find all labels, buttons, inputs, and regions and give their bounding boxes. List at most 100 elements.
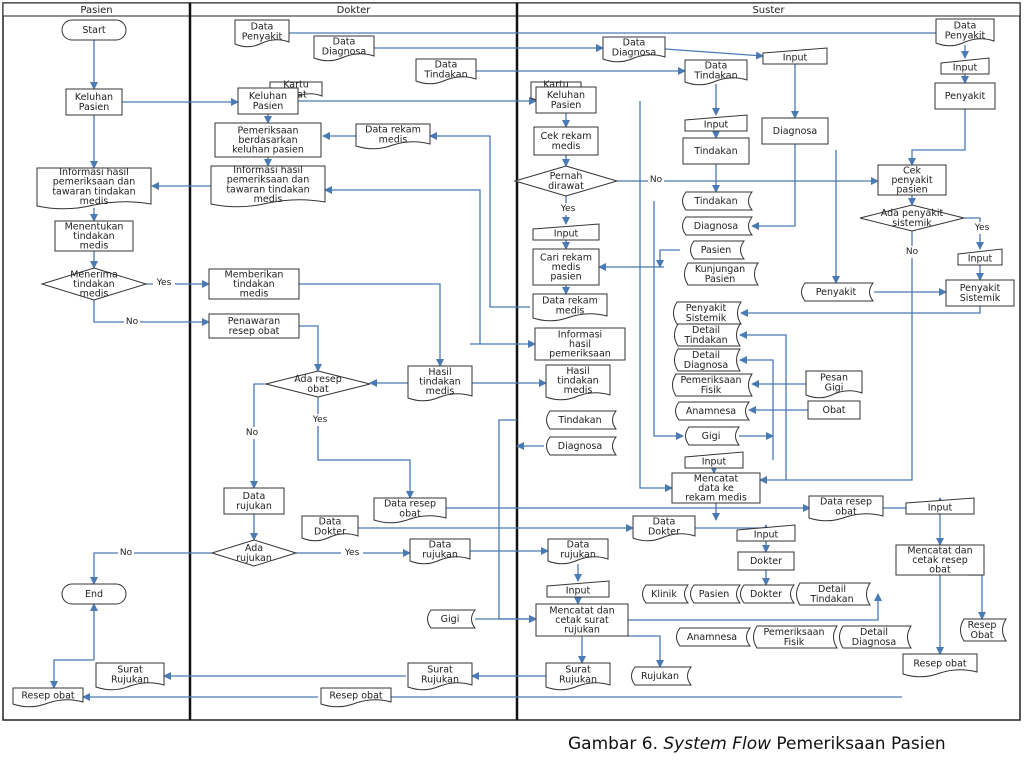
node-s-cetakresep-label-line: obat	[929, 564, 951, 575]
node-s-input-p-label: Input	[953, 62, 978, 73]
flow-arrow	[639, 101, 673, 492]
caption-suffix: Pemeriksaan Pasien	[771, 734, 946, 754]
node-d-datatindakan-shape	[415, 58, 477, 85]
node-s-gigi-label-line: Gigi	[441, 614, 460, 625]
node-d-datarekam-shape	[355, 123, 431, 150]
node-s-dokter-label-line: Dokter	[750, 556, 782, 567]
flow-arrow	[664, 48, 764, 60]
node-d-memberikan-label-line: Memberikan	[225, 269, 284, 280]
node-d-surat-label-line: Rujukan	[421, 674, 459, 685]
flow-arrow	[90, 552, 212, 585]
node-st-anamnesa-label: Anamnesa	[686, 406, 736, 417]
node-st-kunjungan-label-line: Pasien	[705, 273, 736, 284]
node-d-datarujukan-label-line: Data	[243, 491, 266, 502]
node-d-datadiagnosa-shape	[313, 35, 375, 62]
node-s-penyakit-proc: Penyakit	[934, 82, 996, 110]
edge-label-lbl-yes-rujukan: Yes	[341, 547, 363, 559]
node-s-adapenyakit-label-line: sistemik	[892, 217, 932, 228]
node-st-diagnosa: Diagnosa	[682, 216, 754, 236]
node-s-pernah-label-line: Pernah	[550, 171, 583, 182]
node-s-mencatat-label-line: Mencatat	[694, 473, 739, 484]
node-start-shape	[61, 19, 127, 41]
node-s-resepobat-store-label-line: Resep	[968, 620, 997, 631]
node-s-cetakresep-shape	[895, 544, 985, 576]
node-p-surat-shape	[95, 662, 165, 691]
node-p-menentukan-label-line: tindakan	[73, 231, 114, 242]
node-s-obat-label: Obat	[822, 405, 845, 416]
node-st-diagnosa-shape	[682, 216, 754, 236]
node-p-keluhan-label-line: Keluhan	[75, 92, 113, 103]
node-p-info-shape	[36, 167, 152, 210]
node-s-tindakan-in-label-line: Tindakan	[557, 415, 601, 426]
node-d-pemeriksaan-label-line: keluhan pasien	[232, 144, 304, 155]
node-s-input-rj: Input	[546, 580, 610, 598]
node-s-datarujukan-label-line: Data	[567, 539, 590, 550]
node-s-klinik: Klinik	[642, 584, 690, 604]
flow-arrow	[739, 331, 787, 480]
node-s-datadiagnosa-label-line: Data	[623, 37, 646, 48]
node-s-anamnesa2: Anamnesa	[676, 627, 752, 647]
caption-prefix: Gambar 6.	[568, 734, 664, 754]
node-end-shape	[61, 583, 127, 605]
node-s-diagnosa-in-label-line: Diagnosa	[558, 441, 602, 452]
node-st-detailtindakan-label-line: Detail	[692, 325, 720, 336]
node-st-kunjungan-label-line: Kunjungan	[695, 264, 745, 275]
node-s-input-ps-label-line: Input	[968, 253, 993, 264]
node-s-penyakit-sis-label-line: Sistemik	[960, 292, 1001, 303]
node-p-resep-label-line: Resep obat	[21, 690, 75, 701]
node-s-tindakan-in: Tindakan	[546, 410, 618, 430]
edge-label-text: No	[246, 428, 259, 438]
node-d-info-label-line: pemeriksaan dan	[227, 174, 310, 185]
node-s-datadokter-shape	[632, 515, 696, 542]
node-s-gigi: Gigi	[427, 609, 477, 629]
edge-label-lbl-yes-pernah: Yes	[557, 203, 579, 215]
edge-label-lbl-no-resep: No	[244, 427, 260, 439]
node-s-diagnosa-in: Diagnosa	[546, 436, 618, 456]
node-d-surat-label-line: Surat	[427, 664, 453, 675]
node-s-dataresep-label-line: obat	[835, 506, 857, 517]
node-s-cetakresep-label-line: Mencatat dan	[907, 545, 972, 556]
node-s-tindakan-proc-shape	[682, 137, 750, 165]
node-s-penyakit-store-label: Penyakit	[816, 287, 857, 298]
node-d-penawaran-label-line: resep obat	[229, 325, 280, 336]
node-st-penyakitsis-label-line: Penyakit	[686, 303, 727, 314]
edge-label-lbl-yes-sis: Yes	[971, 222, 993, 234]
edge-label-bg	[341, 547, 363, 559]
node-s-tindakan-in-label: Tindakan	[557, 415, 601, 426]
node-d-datadokter-label-line: Dokter	[314, 526, 346, 537]
node-s-diagnosa-proc-label: Diagnosa	[773, 126, 817, 137]
edge-label-bg	[118, 547, 134, 559]
node-d-datadiagnosa-label-line: Data	[333, 36, 356, 47]
node-st-pasien: Pasien	[690, 240, 746, 260]
node-s-datadiagnosa-shape	[602, 36, 666, 63]
node-s-obat: Obat	[807, 400, 861, 420]
node-st-pemeriksaanfisik-label-line: Pemeriksaan	[681, 375, 742, 386]
node-d-info-label-line: Informasi hasil	[233, 165, 302, 176]
node-s-datadokter-label-line: Dokter	[648, 526, 680, 537]
flow-arrow	[964, 217, 984, 250]
node-s-anamnesa2-label-line: Anamnesa	[687, 632, 737, 643]
node-d-resep-label: Resep obat	[329, 690, 383, 701]
edge-label-bg	[904, 246, 920, 258]
node-s-informasi-label-line: hasil	[569, 339, 591, 350]
